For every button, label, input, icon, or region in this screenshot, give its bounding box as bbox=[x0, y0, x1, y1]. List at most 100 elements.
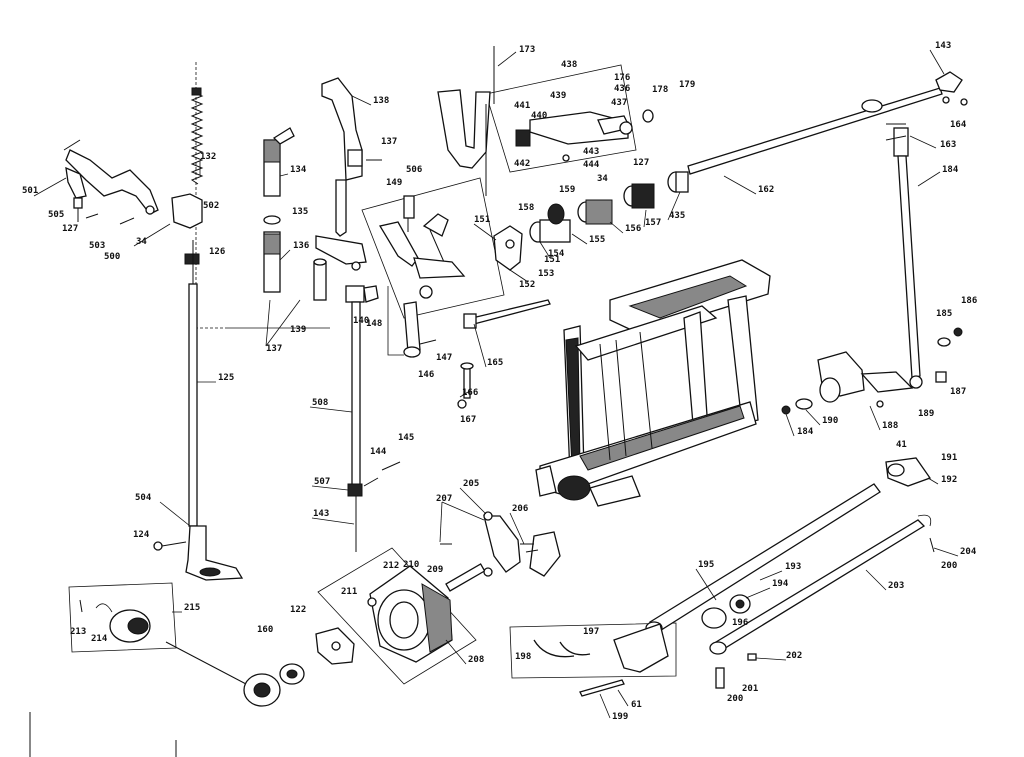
part-label-176: 176 bbox=[614, 73, 630, 83]
part-label-138: 138 bbox=[373, 96, 389, 106]
part-label-439: 439 bbox=[550, 91, 566, 101]
part-label-201: 201 bbox=[742, 684, 758, 694]
part-label-184: 184 bbox=[797, 427, 814, 437]
bracket-502 bbox=[171, 193, 203, 229]
part-label-145: 145 bbox=[398, 433, 414, 443]
part-label-125: 125 bbox=[218, 373, 234, 383]
part-label-139: 139 bbox=[290, 325, 306, 335]
part-label-154: 154 bbox=[548, 249, 565, 259]
part-label-167: 167 bbox=[460, 415, 476, 425]
part-label-212: 212 bbox=[383, 561, 399, 571]
part-label-443: 443 bbox=[583, 147, 599, 157]
part-label-435: 435 bbox=[669, 211, 685, 221]
part-label-444: 444 bbox=[583, 160, 600, 170]
presser-bar-assembly bbox=[153, 87, 244, 581]
part-label-505: 505 bbox=[48, 210, 64, 220]
part-label-163: 163 bbox=[940, 140, 956, 150]
part-label-441: 441 bbox=[514, 101, 530, 111]
part-label-151: 151 bbox=[544, 255, 560, 265]
part-label-184: 184 bbox=[942, 165, 959, 175]
part-label-438: 438 bbox=[561, 60, 577, 70]
part-label-197: 197 bbox=[583, 627, 599, 637]
needle-bar-508 bbox=[351, 301, 361, 489]
part-label-204: 204 bbox=[960, 547, 977, 557]
part-label-215: 215 bbox=[184, 603, 200, 613]
part-label-196: 196 bbox=[732, 618, 748, 628]
group-boxes bbox=[68, 62, 677, 685]
part-label-155: 155 bbox=[589, 235, 605, 245]
part-label-143: 143 bbox=[935, 41, 951, 51]
part-label-140: 140 bbox=[353, 316, 369, 326]
rods-165-166 bbox=[457, 299, 551, 409]
part-label-502: 502 bbox=[203, 201, 219, 211]
part-label-135: 135 bbox=[292, 207, 308, 217]
lower-shaft-193 bbox=[533, 457, 935, 697]
part-label-151: 151 bbox=[474, 215, 490, 225]
part-label-153: 153 bbox=[538, 269, 554, 279]
arm-shaft-162 bbox=[687, 71, 968, 175]
part-label-178: 178 bbox=[652, 85, 668, 95]
part-label-503: 503 bbox=[89, 241, 105, 251]
part-label-190: 190 bbox=[822, 416, 838, 426]
part-label-147: 147 bbox=[436, 353, 452, 363]
part-label-144: 144 bbox=[370, 447, 387, 457]
part-label-200: 200 bbox=[727, 694, 743, 704]
part-label-127: 127 bbox=[633, 158, 649, 168]
part-label-34: 34 bbox=[597, 174, 608, 184]
part-label-199: 199 bbox=[612, 712, 628, 722]
part-label-188: 188 bbox=[882, 421, 898, 431]
leader-lines bbox=[33, 49, 959, 719]
part-label-136: 136 bbox=[293, 241, 309, 251]
part-label-208: 208 bbox=[468, 655, 484, 665]
part-label-213: 213 bbox=[70, 627, 86, 637]
part-label-192: 192 bbox=[941, 475, 957, 485]
part-label-158: 158 bbox=[518, 203, 534, 213]
part-label-143: 143 bbox=[313, 509, 329, 519]
part-label-195: 195 bbox=[698, 560, 714, 570]
part-label-194: 194 bbox=[772, 579, 789, 589]
part-label-501: 501 bbox=[22, 186, 38, 196]
part-label-149: 149 bbox=[386, 178, 402, 188]
part-label-156: 156 bbox=[625, 224, 641, 234]
part-label-179: 179 bbox=[679, 80, 695, 90]
part-label-506: 506 bbox=[406, 165, 422, 175]
part-label-148: 148 bbox=[366, 319, 382, 329]
part-label-157: 157 bbox=[645, 218, 661, 228]
part-label-442: 442 bbox=[514, 159, 530, 169]
part-label-162: 162 bbox=[758, 185, 774, 195]
part-label-160: 160 bbox=[257, 625, 273, 635]
part-label-122: 122 bbox=[290, 605, 306, 615]
part-label-508: 508 bbox=[312, 398, 328, 408]
part-label-41: 41 bbox=[896, 440, 907, 450]
part-label-500: 500 bbox=[104, 252, 120, 262]
part-label-193: 193 bbox=[785, 562, 801, 572]
presser-foot-504 bbox=[185, 525, 244, 581]
part-label-214: 214 bbox=[91, 634, 108, 644]
part-label-137: 137 bbox=[381, 137, 397, 147]
part-label-132: 132 bbox=[200, 152, 216, 162]
bobbin-case-215 bbox=[79, 599, 355, 707]
needle-bar-assembly bbox=[263, 77, 401, 552]
part-label-185: 185 bbox=[936, 309, 952, 319]
part-label-440: 440 bbox=[531, 111, 547, 121]
part-label-191: 191 bbox=[941, 453, 957, 463]
part-label-207: 207 bbox=[436, 494, 452, 504]
machine-frame bbox=[535, 259, 771, 507]
presser-lift-lever bbox=[63, 139, 159, 225]
part-label-61: 61 bbox=[631, 700, 642, 710]
part-label-436: 436 bbox=[614, 84, 630, 94]
right-rod-184 bbox=[885, 123, 963, 389]
part-label-146: 146 bbox=[418, 370, 434, 380]
part-label-137: 137 bbox=[266, 344, 282, 354]
presser-bar-125 bbox=[188, 283, 198, 527]
part-label-173: 173 bbox=[519, 45, 535, 55]
part-label-152: 152 bbox=[519, 280, 535, 290]
part-label-437: 437 bbox=[611, 98, 627, 108]
linkage-506 bbox=[378, 195, 466, 358]
part-label-205: 205 bbox=[463, 479, 479, 489]
part-label-198: 198 bbox=[515, 652, 531, 662]
part-label-203: 203 bbox=[888, 581, 904, 591]
part-label-134: 134 bbox=[290, 165, 307, 175]
part-label-189: 189 bbox=[918, 409, 934, 419]
